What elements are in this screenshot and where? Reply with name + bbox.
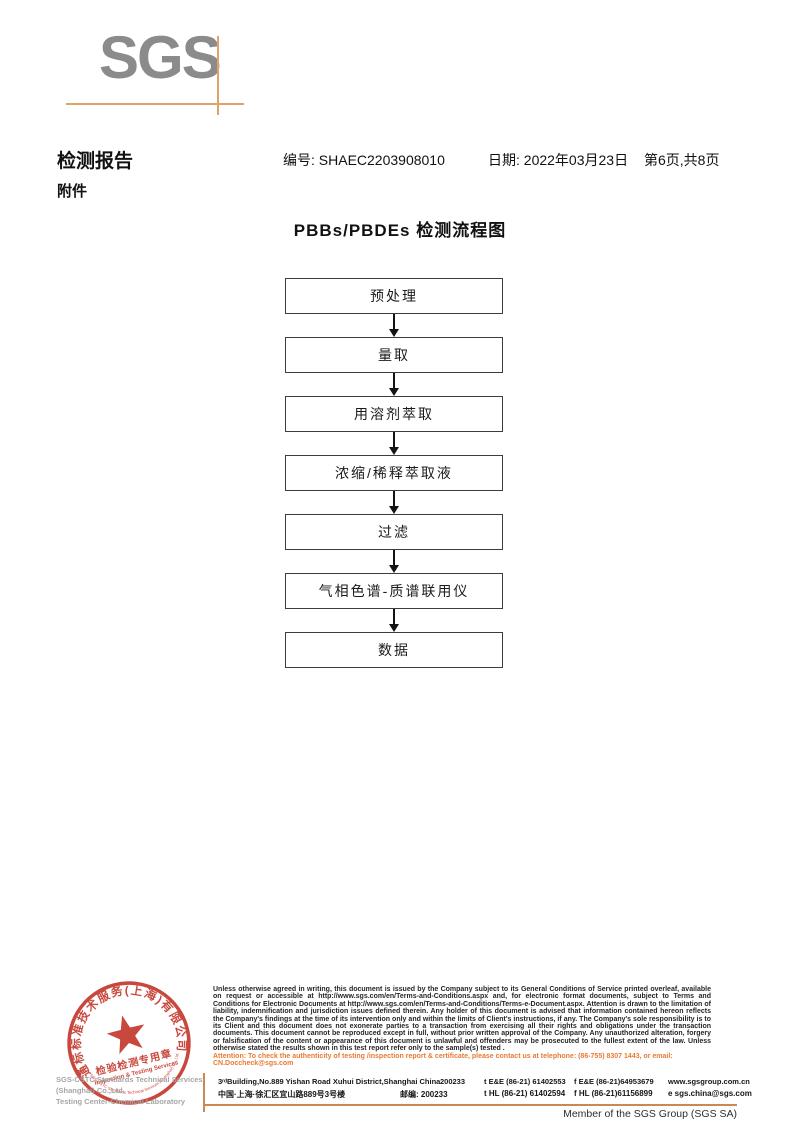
arrow-down-icon	[285, 550, 503, 573]
company-name-block: SGS-CSTC Standards Technical Services (S…	[56, 1074, 241, 1107]
sgs-member-line: Member of the SGS Group (SGS SA)	[563, 1108, 737, 1120]
flow-step-gcms: 气相色谱-质谱联用仪	[285, 573, 503, 609]
email: e sgs.china@sgs.com	[668, 1089, 752, 1098]
page-indicator: 第6页,共8页	[644, 152, 720, 168]
flow-step-pretreatment: 预处理	[285, 278, 503, 314]
flow-step-data: 数据	[285, 632, 503, 668]
report-title: 检测报告	[57, 151, 134, 172]
footer-horizontal-rule	[203, 1104, 737, 1106]
report-date: 日期: 2022年03月23日	[488, 152, 629, 168]
postcode-en: 200233	[440, 1077, 466, 1086]
attention-notice: Attention: To check the authenticity of …	[213, 1052, 673, 1068]
flowchart: 预处理 量取 用溶剂萃取 浓缩/稀释萃取液 过滤 气相色谱-质谱联用仪 数据	[285, 278, 503, 668]
flow-step-measure: 量取	[285, 337, 503, 373]
flow-step-solvent-extraction: 用溶剂萃取	[285, 396, 503, 432]
telephone-row2: t HL (86-21) 61402594	[484, 1089, 566, 1098]
flow-step-concentrate-dilute: 浓缩/稀释萃取液	[285, 455, 503, 491]
website: www.sgsgroup.com.cn	[668, 1077, 750, 1086]
legal-block: Unless otherwise agreed in writing, this…	[213, 986, 711, 1067]
report-number: 编号: SHAEC2203908010	[283, 152, 445, 168]
footer-vertical-rule	[203, 1073, 205, 1112]
arrow-down-icon	[285, 314, 503, 337]
address-row-en: 3ʳᵈBuilding,No.889 Yishan Road Xuhui Dis…	[218, 1077, 758, 1089]
arrow-down-icon	[285, 609, 503, 632]
arrow-down-icon	[285, 491, 503, 514]
company-name-line: SGS-CSTC Standards Technical Services (S…	[56, 1075, 203, 1095]
legal-paragraph: Unless otherwise agreed in writing, this…	[213, 986, 711, 1053]
flow-step-filter: 过滤	[285, 514, 503, 550]
logo-vertical-rule	[217, 36, 219, 115]
telephone-row1: t E&E (86-21) 61402553	[484, 1077, 566, 1086]
flowchart-title: PBBs/PBDEs 检测流程图	[293, 221, 507, 240]
arrow-down-icon	[285, 432, 503, 455]
star-icon	[106, 1015, 145, 1054]
arrow-down-icon	[285, 373, 503, 396]
company-lab-line: Testing Center-Chemical Laboratory	[56, 1097, 186, 1106]
address-row-cn: 中国·上海·徐汇区宜山路889号3号楼 邮编: 200233 t HL (86-…	[218, 1089, 758, 1101]
postcode-cn: 邮编: 200233	[400, 1090, 448, 1099]
address-en: 3ʳᵈBuilding,No.889 Yishan Road Xuhui Dis…	[218, 1077, 441, 1086]
address-cn: 中国·上海·徐汇区宜山路889号3号楼	[218, 1090, 346, 1099]
fax-row2: f HL (86-21)61156899	[574, 1089, 653, 1098]
inspection-stamp: 通标标准技术服务(上海)有限公司 检验检测专用章 Inspection & Te…	[56, 971, 193, 1105]
logo-horizontal-rule	[66, 103, 244, 105]
attachment-label: 附件	[57, 183, 88, 200]
sgs-logo: SGS	[99, 24, 222, 91]
fax-row1: f E&E (86-21)64953679	[574, 1077, 654, 1086]
